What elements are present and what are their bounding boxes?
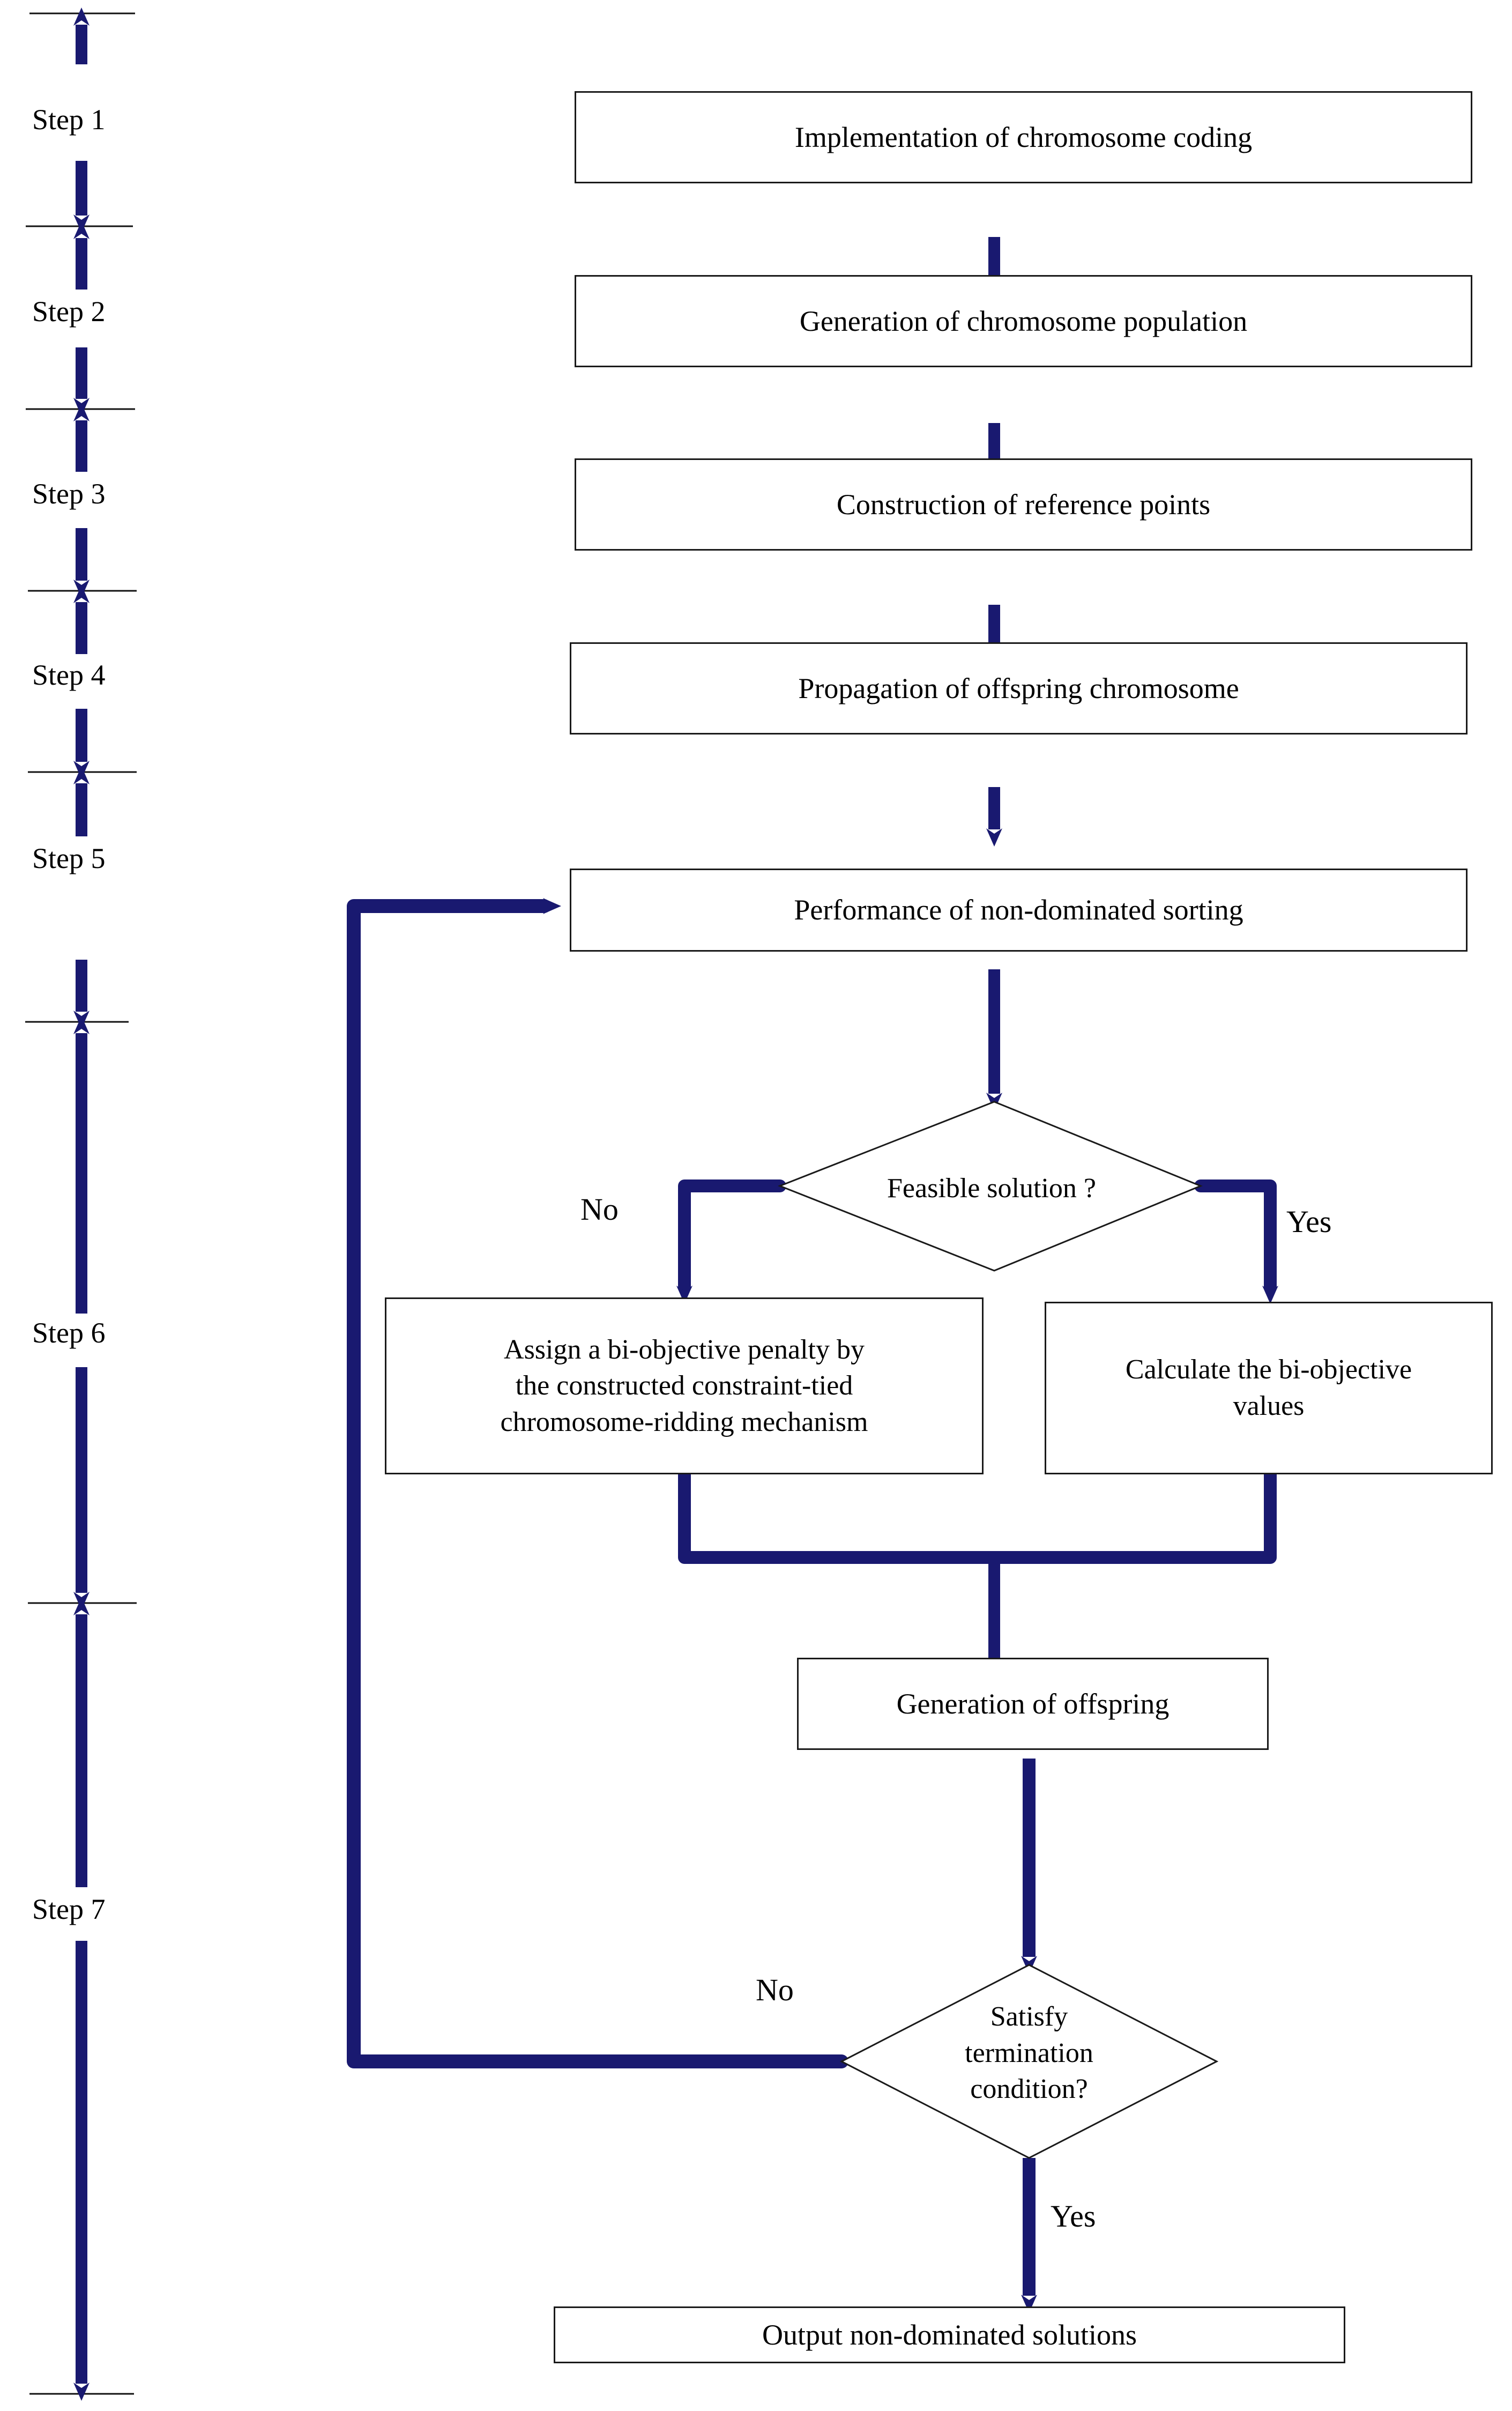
node-label: Propagation of offspring chromosome — [798, 672, 1239, 704]
node-implementation-chromosome-coding[interactable]: Implementation of chromosome coding — [575, 91, 1472, 183]
edge-label-terminate-no: No — [756, 1972, 794, 2007]
step-label-3: Step 3 — [32, 478, 106, 510]
node-generation-of-offspring[interactable]: Generation of offspring — [797, 1658, 1269, 1750]
decision-satisfy-termination — [839, 1964, 1219, 2159]
edge-label-feasible-no: No — [580, 1192, 619, 1227]
step-label-7: Step 7 — [32, 1893, 106, 1925]
edge-d2-no-feedback — [347, 898, 848, 2068]
edge-merge-right — [988, 1468, 1277, 1564]
node-label: Generation of offspring — [896, 1687, 1170, 1720]
step-label-5: Step 5 — [32, 842, 106, 874]
node-label: Construction of reference points — [836, 488, 1211, 521]
node-output-non-dominated-solutions[interactable]: Output non-dominated solutions — [554, 2306, 1345, 2363]
edge-d1-yes — [1194, 1179, 1278, 1304]
decision-feasible-solution — [777, 1101, 1203, 1272]
step-label-6: Step 6 — [32, 1317, 106, 1349]
node-propagation-offspring-chromosome[interactable]: Propagation of offspring chromosome — [570, 642, 1468, 735]
node-label-line-1: Calculate the bi-objective — [1125, 1354, 1412, 1385]
node-label: Output non-dominated solutions — [762, 2318, 1137, 2351]
node-construction-reference-points[interactable]: Construction of reference points — [575, 458, 1472, 551]
edge-merge-left — [678, 1468, 1001, 1564]
node-performance-non-dominated-sorting[interactable]: Performance of non-dominated sorting — [570, 869, 1468, 952]
node-assign-bi-objective-penalty[interactable]: Assign a bi-objective penalty by the con… — [385, 1297, 984, 1474]
node-label: Generation of chromosome population — [799, 305, 1248, 337]
node-calculate-bi-objective-values[interactable]: Calculate the bi-objective values — [1045, 1302, 1493, 1474]
step-label-4: Step 4 — [32, 659, 106, 691]
node-label-line-1: Assign a bi-objective penalty by — [504, 1334, 865, 1365]
step-label-2: Step 2 — [32, 295, 106, 328]
edge-label-feasible-yes: Yes — [1286, 1204, 1332, 1239]
node-generation-chromosome-population[interactable]: Generation of chromosome population — [575, 275, 1472, 367]
edge-d1-no — [676, 1179, 786, 1304]
node-label-line-3: chromosome-ridding mechanism — [500, 1406, 868, 1437]
step-label-1: Step 1 — [32, 103, 106, 136]
edge-label-terminate-yes: Yes — [1051, 2199, 1096, 2234]
node-label-line-2: the constructed constraint-tied — [515, 1370, 853, 1401]
node-label-line-2: values — [1233, 1391, 1305, 1421]
node-label: Implementation of chromosome coding — [794, 121, 1253, 153]
node-label: Performance of non-dominated sorting — [794, 894, 1243, 926]
